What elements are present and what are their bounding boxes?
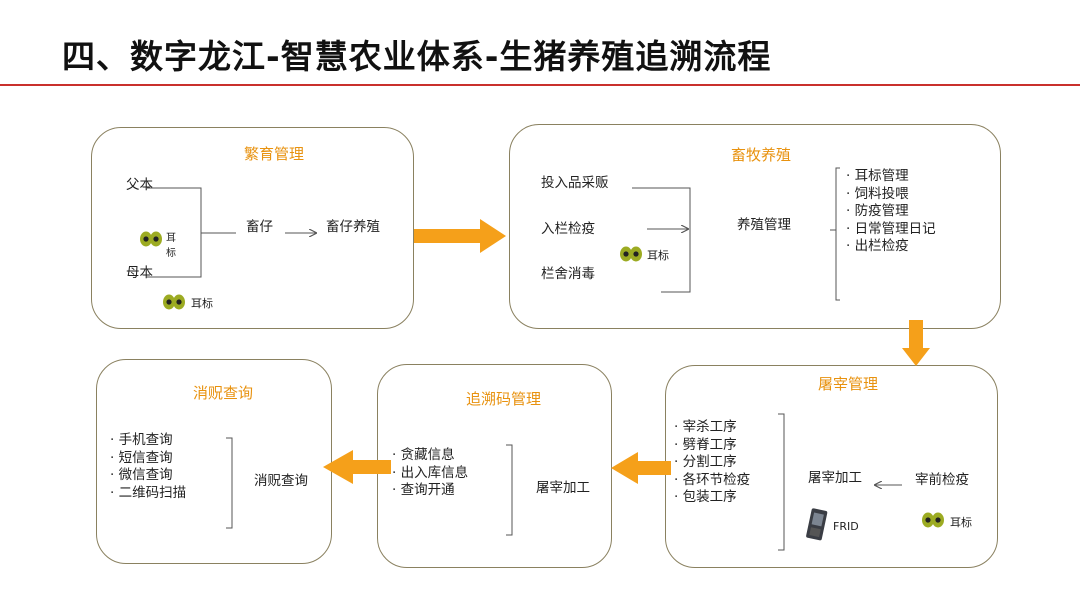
breeding-ear-tag-label: 耳标	[191, 297, 213, 310]
list-item: 分割工序	[674, 454, 750, 472]
list-item: 微信查询	[110, 467, 186, 485]
husbandry-heading: 畜牧养殖	[731, 146, 792, 164]
breeding-box	[91, 127, 414, 329]
list-item: 饲料投喂	[846, 186, 936, 204]
ear-tag-icon	[922, 512, 944, 528]
list-item: 宰杀工序	[674, 419, 750, 437]
piglet-label: 畜仔	[246, 219, 273, 235]
husbandry-input-1: 投入品采贩	[541, 175, 609, 191]
flow-arrow-left-1	[611, 452, 671, 484]
list-item: 防疫管理	[846, 203, 936, 221]
slaughter-item-list: 宰杀工序 劈脊工序 分割工序 各环节检疫 包装工序	[674, 419, 751, 507]
husbandry-input-3: 栏舍消毒	[541, 266, 595, 282]
slaughter-ear-tag-label: 耳标	[950, 516, 972, 529]
list-item: 出入库信息	[392, 465, 469, 483]
slaughter-center-label: 屠宰加工	[808, 470, 862, 486]
list-item: 耳标管理	[846, 168, 936, 186]
list-item: 各环节检疫	[674, 472, 751, 490]
slaughter-heading: 屠宰管理	[818, 375, 879, 393]
trace-heading: 追溯码管理	[466, 390, 542, 408]
slaughter-bracket	[778, 413, 785, 551]
list-item: 短信查询	[110, 450, 186, 468]
list-item: 贪藏信息	[392, 447, 468, 465]
list-item: 二维码扫描	[110, 485, 187, 503]
trace-item-list: 贪藏信息 出入库信息 查询开通	[392, 447, 469, 500]
consumer-heading: 消贶查询	[193, 384, 254, 402]
breeding-bracket	[146, 187, 236, 278]
ear-tag-inline-2: 标	[166, 248, 176, 259]
trace-bracket	[506, 444, 513, 536]
husbandry-item-list: 耳标管理 饲料投喂 防疫管理 日常管理日记 出栏检疫	[846, 168, 936, 256]
husbandry-ear-tag-label: 耳标	[647, 249, 669, 262]
husbandry-input-2: 入栏检疫	[541, 221, 595, 237]
list-item: 日常管理日记	[846, 221, 936, 239]
consumer-bracket	[226, 437, 233, 529]
consumer-center-label: 消贶查询	[254, 473, 308, 489]
breeding-heading: 繁育管理	[244, 145, 305, 163]
father-label: 父本	[126, 177, 153, 193]
flow-arrow-down	[902, 320, 930, 366]
pre-slaughter-label: 宰前检疫	[915, 472, 969, 488]
list-item: 查询开通	[392, 482, 468, 500]
ear-tag-icon	[620, 246, 642, 262]
ear-tag-icon	[140, 231, 162, 247]
rfid-label: FRID	[833, 520, 859, 533]
consumer-item-list: 手机查询 短信查询 微信查询 二维码扫描	[110, 432, 187, 503]
flow-arrow-left-2	[323, 450, 391, 484]
title-underline	[0, 84, 1080, 86]
flow-arrow-right	[414, 219, 506, 253]
list-item: 手机查询	[110, 432, 186, 450]
rfid-device-icon	[806, 508, 828, 541]
trace-center-label: 屠宰加工	[536, 480, 590, 496]
husbandry-center-label: 养殖管理	[737, 217, 791, 233]
piglet-rearing-label: 畜仔养殖	[326, 219, 380, 235]
husbandry-item-bracket	[830, 167, 840, 301]
slaughter-box	[665, 365, 998, 568]
ear-tag-icon	[163, 294, 185, 310]
husbandry-input-bracket	[632, 187, 691, 293]
list-item: 出栏检疫	[846, 238, 936, 256]
list-item: 劈脊工序	[674, 437, 750, 455]
page-title: 四、数字龙江-智慧农业体系-生猪养殖追溯流程	[62, 37, 772, 76]
ear-tag-inline-1: 耳	[166, 233, 176, 244]
list-item: 包装工序	[674, 489, 750, 507]
